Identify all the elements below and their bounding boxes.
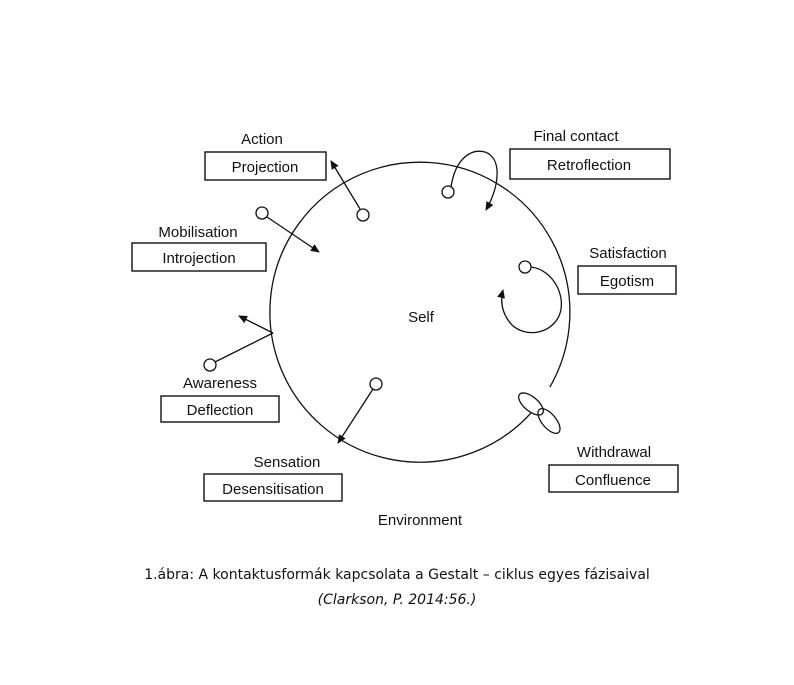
- contact-form-label: Deflection: [187, 402, 254, 419]
- self-boundary-circle: [269, 161, 571, 463]
- arrow-icon: [238, 315, 274, 334]
- contact-form-label: Projection: [232, 159, 299, 176]
- environment-label: Environment: [378, 512, 463, 529]
- figure-source: (Clarkson, P. 2014:56.): [317, 592, 477, 608]
- connector-line: [214, 332, 274, 363]
- phase-sensation: Sensation Desensitisation: [203, 377, 383, 502]
- contact-form-label: Introjection: [162, 250, 235, 267]
- phase-label: Satisfaction: [589, 245, 667, 262]
- node-icon: [441, 185, 455, 199]
- node-icon: [369, 377, 383, 391]
- contact-form-label: Retroflection: [547, 157, 631, 174]
- arrow-icon: [497, 266, 563, 334]
- phase-awareness: Awareness Deflection: [160, 315, 280, 423]
- arrow-icon: [330, 160, 361, 210]
- node-icon: [255, 206, 269, 220]
- arrow-icon: [266, 216, 320, 253]
- phase-label: Awareness: [183, 375, 257, 392]
- contact-form-box: [548, 464, 679, 493]
- phase-satisfaction: Satisfaction Egotism: [497, 245, 677, 334]
- contact-form-label: Confluence: [575, 472, 651, 489]
- phase-label: Sensation: [254, 454, 321, 471]
- node-icon: [356, 208, 370, 222]
- phase-final-contact: Final contact Retroflection: [441, 128, 671, 211]
- contact-form-box: [577, 265, 677, 295]
- figure-caption: 1.ábra: A kontaktusformák kapcsolata a G…: [144, 567, 650, 583]
- phase-withdrawal: Withdrawal Confluence: [518, 392, 679, 493]
- node-icon: [203, 358, 217, 372]
- phase-mobilisation: Mobilisation Introjection: [131, 206, 320, 272]
- merged-node-icon: [537, 408, 561, 434]
- contact-form-label: Egotism: [600, 273, 654, 290]
- arrow-icon: [337, 388, 374, 444]
- contact-form-box: [160, 395, 280, 423]
- arrow-icon: [450, 150, 498, 211]
- merged-node-icon: [518, 392, 544, 416]
- contact-form-box: [509, 148, 671, 180]
- self-label: Self: [408, 309, 435, 326]
- phase-label: Action: [241, 131, 283, 148]
- node-icon: [518, 260, 532, 274]
- phase-label: Final contact: [533, 128, 619, 145]
- contact-form-box: [203, 473, 343, 502]
- contact-form-label: Desensitisation: [222, 481, 324, 498]
- phase-action: Action Projection: [204, 131, 370, 222]
- phase-label: Mobilisation: [158, 224, 237, 241]
- phase-label: Withdrawal: [577, 444, 651, 461]
- contact-form-box: [131, 242, 267, 272]
- contact-form-box: [204, 151, 327, 181]
